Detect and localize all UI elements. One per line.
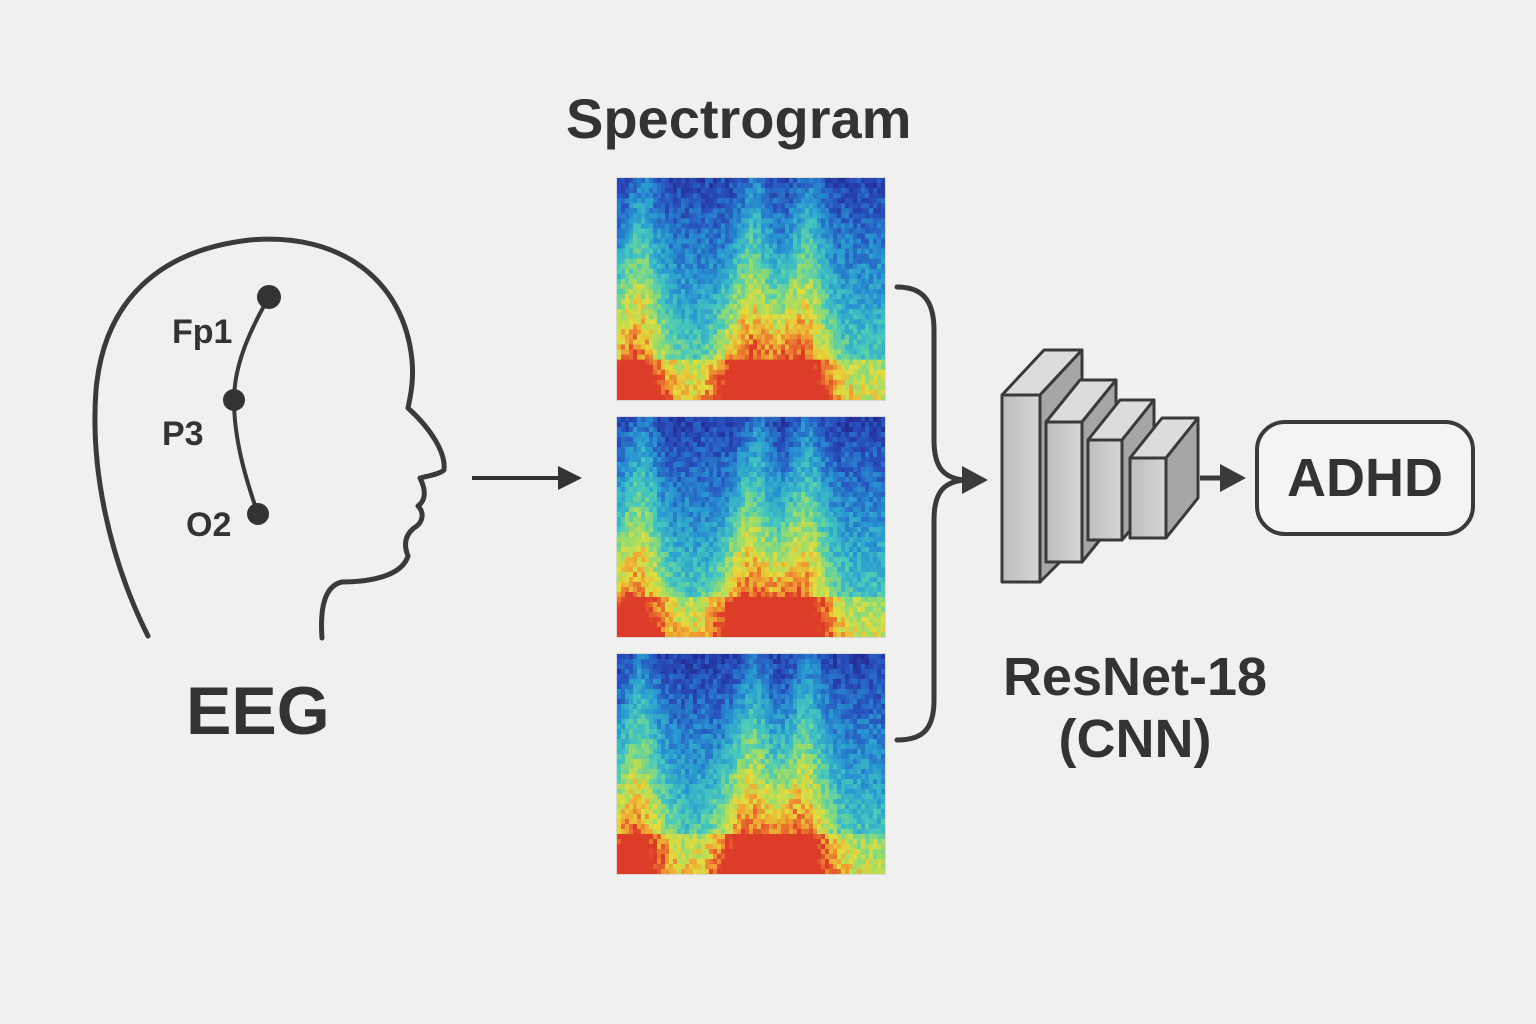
spectrogram-texture xyxy=(617,178,885,400)
merge-bracket xyxy=(894,284,967,743)
electrode-o2-dot xyxy=(247,503,269,525)
electrode-label-o2: O2 xyxy=(186,506,232,544)
cnn-blocks xyxy=(1000,348,1200,584)
eeg-title: EEG xyxy=(186,673,330,749)
spectrogram-texture xyxy=(617,417,885,637)
spectrogram-panel-3 xyxy=(617,654,885,874)
electrode-p3-dot xyxy=(223,389,245,411)
electrode-fp1-dot xyxy=(257,285,281,309)
output-label-box: ADHD xyxy=(1255,420,1475,536)
spectrogram-texture xyxy=(617,654,885,874)
bracket-arrow-icon xyxy=(962,466,988,494)
arrow-cnn-to-output xyxy=(1200,464,1246,492)
electrode-label-fp1: Fp1 xyxy=(172,313,233,351)
spectrogram-panel-1 xyxy=(617,178,885,400)
electrode-label-p3: P3 xyxy=(162,415,204,453)
spectrogram-panel-2 xyxy=(617,417,885,637)
head-outline xyxy=(92,236,447,641)
model-name-line1: ResNet-18 xyxy=(1002,647,1268,707)
output-label: ADHD xyxy=(1287,448,1443,508)
model-name: ResNet-18 (CNN) xyxy=(990,646,1280,770)
spectrogram-title: Spectrogram xyxy=(566,87,912,150)
model-name-line2: (CNN) xyxy=(1058,709,1212,769)
arrow-eeg-to-spectrogram xyxy=(472,466,582,490)
